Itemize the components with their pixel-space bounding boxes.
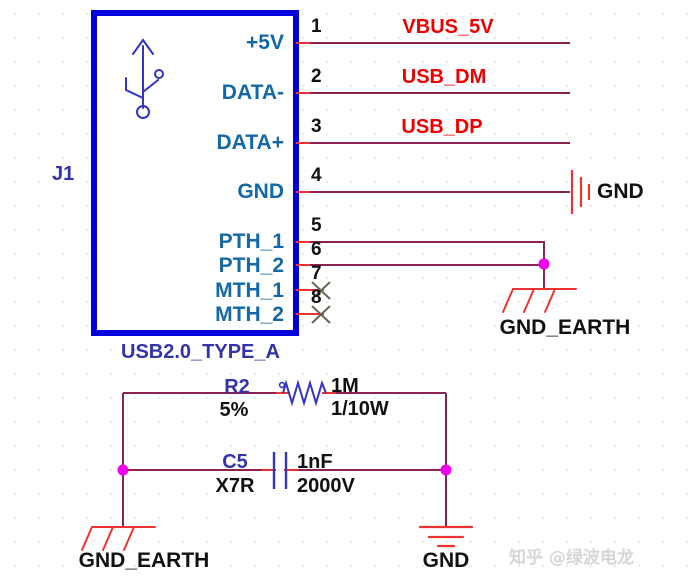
no-connect-pin8: [311, 305, 331, 324]
pin-number-4: 4: [311, 165, 322, 186]
resistor-value: 1M: [331, 375, 359, 397]
usb-trident-icon: [125, 38, 164, 119]
no-connect-marks: [311, 281, 331, 324]
capacitor-value: 1nF: [297, 451, 333, 473]
net-label-usb-dm[interactable]: USB_DM: [401, 66, 487, 88]
power-label-gnd-earth-bottom: GND_EARTH: [78, 549, 210, 572]
capacitor-symbol-c5: [272, 452, 288, 489]
net-label-vbus-5v[interactable]: VBUS_5V: [402, 16, 494, 38]
net-wires: [122, 42, 570, 527]
net-label-usb-dp[interactable]: USB_DP: [401, 116, 483, 138]
pin-number-6: 6: [311, 239, 322, 260]
pin-label-6: PTH_2: [218, 254, 284, 277]
pin-number-5: 5: [311, 215, 322, 236]
wire-pth1: [310, 241, 545, 264]
pin-label-5: PTH_1: [218, 230, 284, 253]
pin-number-3: 3: [311, 116, 322, 137]
connector-body-outline: [91, 10, 299, 336]
junction-dots: [117, 258, 550, 476]
pin-label-1: +5V: [246, 31, 284, 54]
power-label-gnd-bottom: GND: [422, 549, 470, 572]
power-label-gnd-earth-pth: GND_EARTH: [499, 316, 631, 339]
connector-part-name[interactable]: USB2.0_TYPE_A: [121, 341, 280, 363]
power-symbol-gnd-pin4: [570, 170, 591, 214]
junction-rc-right: [440, 464, 452, 476]
pin-label-7: MTH_1: [215, 279, 284, 302]
pin-number-2: 2: [311, 66, 322, 87]
pin-number-8: 8: [311, 287, 322, 308]
junction-rc-left: [117, 464, 129, 476]
pin-label-4: GND: [237, 180, 284, 203]
resistor-tolerance: 5%: [219, 399, 249, 421]
pin-label-8: MTH_2: [215, 303, 284, 326]
power-label-gnd-pin4: GND: [597, 180, 644, 203]
capacitor-voltage-rating: 2000V: [297, 475, 355, 497]
pin-number-1: 1: [311, 16, 322, 37]
power-symbol-gnd-bottom: [418, 525, 474, 548]
resistor-designator[interactable]: R2: [224, 376, 250, 398]
no-connect-pin7: [311, 281, 331, 300]
capacitor-dielectric: X7R: [215, 475, 255, 497]
pin-label-2: DATA-: [221, 81, 284, 104]
junction-pth: [538, 258, 550, 270]
power-symbol-gnd-earth-bottom: [81, 526, 156, 551]
capacitor-designator[interactable]: C5: [222, 451, 248, 473]
power-symbol-gnd-earth-pth: [502, 288, 577, 313]
resistor-power-rating: 1/10W: [331, 398, 389, 420]
pin-label-3: DATA+: [216, 131, 284, 154]
connector-designator[interactable]: J1: [52, 163, 75, 185]
watermark-text: 知乎 @绿波电龙: [509, 548, 634, 568]
resistor-symbol-r2: [278, 379, 327, 407]
pin-number-7: 7: [311, 263, 322, 284]
